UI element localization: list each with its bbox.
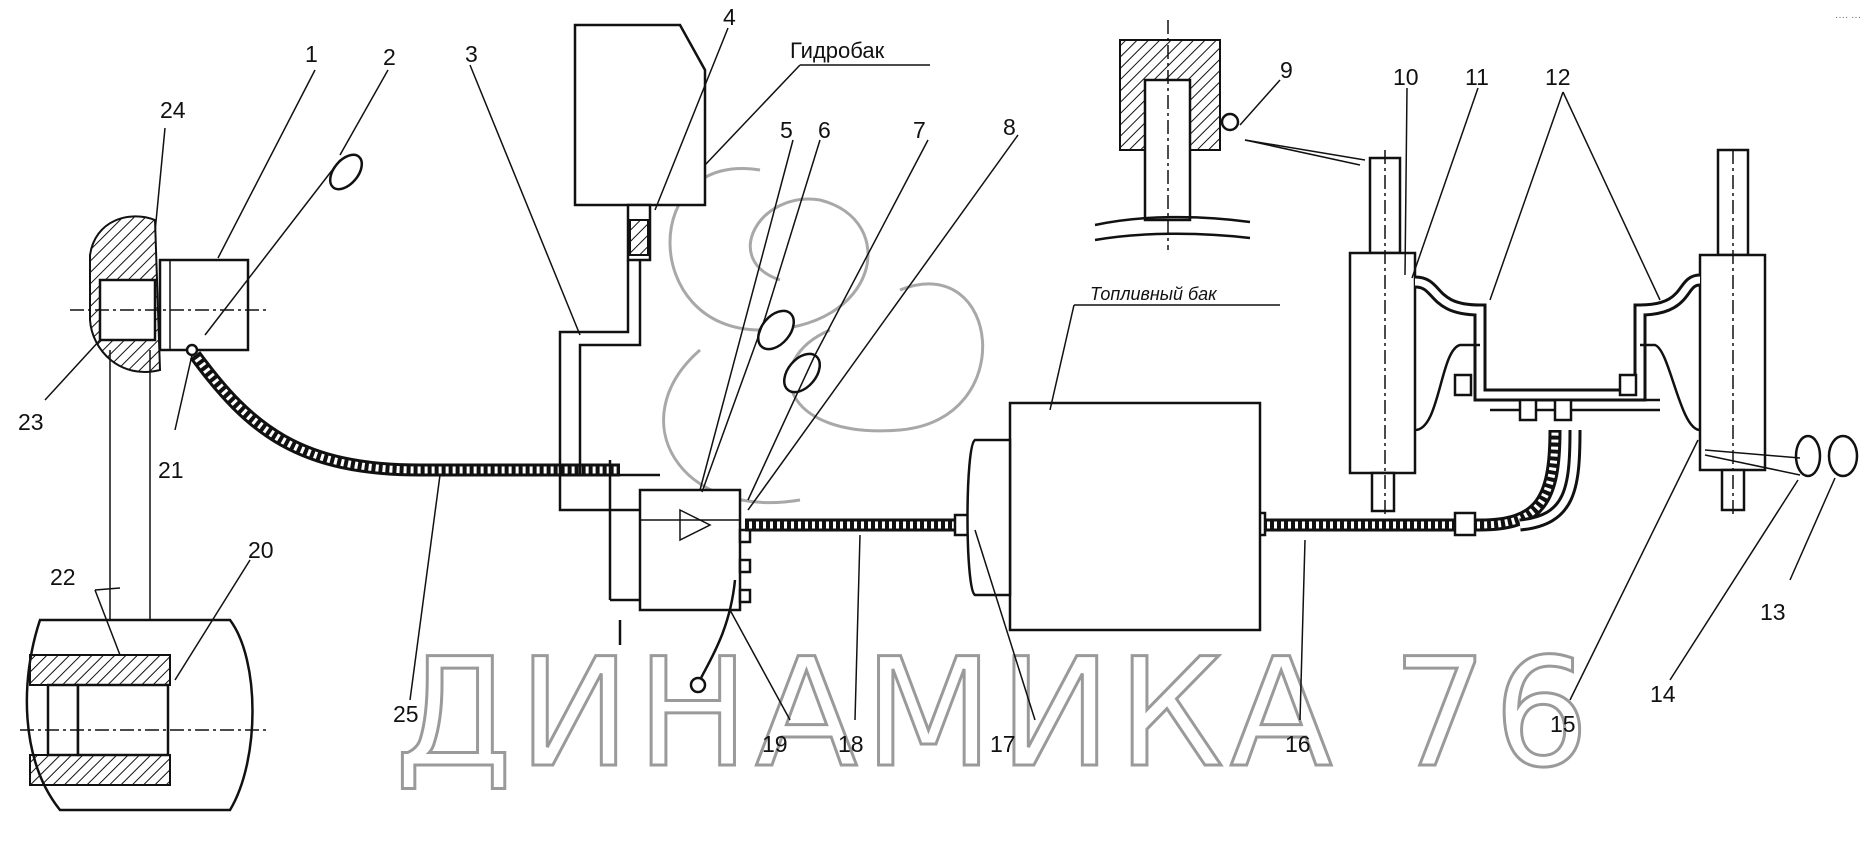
valve-block-19 xyxy=(608,460,752,694)
o-ring-7 xyxy=(783,352,821,394)
callout-10: 10 xyxy=(1393,64,1419,90)
pump-body-1 xyxy=(158,258,250,352)
callout-5: 5 xyxy=(780,117,793,143)
callout-25: 25 xyxy=(393,701,419,727)
callout-17: 17 xyxy=(990,731,1016,757)
callout-19: 19 xyxy=(762,731,788,757)
detail-nut-lower xyxy=(29,754,171,786)
callout-15: 15 xyxy=(1550,711,1576,737)
callout-20: 20 xyxy=(248,537,274,563)
label-fuel-tank: Топливный бак xyxy=(1090,284,1218,304)
callout-3: 3 xyxy=(465,41,478,67)
callout-2: 2 xyxy=(383,44,396,70)
callout-9: 9 xyxy=(1280,57,1293,83)
callout-1: 1 xyxy=(305,41,318,67)
pump-assembly xyxy=(70,215,270,373)
callout-22: 22 xyxy=(50,564,76,590)
watermark-text: ДИНАМИКА 76 xyxy=(395,627,1595,801)
hose-25 xyxy=(189,351,620,477)
callout-12: 12 xyxy=(1545,64,1571,90)
callout-7: 7 xyxy=(913,117,926,143)
callout-23: 23 xyxy=(18,409,44,435)
cylinder-left xyxy=(1348,150,1417,515)
callout-11: 11 xyxy=(1465,64,1489,90)
callout-13: 13 xyxy=(1760,599,1786,625)
callout-14: 14 xyxy=(1650,681,1676,707)
callout-6: 6 xyxy=(818,117,831,143)
detail-nut-upper xyxy=(29,654,171,686)
leader-lines xyxy=(44,27,1836,721)
hydraulic-tank xyxy=(573,23,707,262)
callout-18: 18 xyxy=(838,731,864,757)
callout-4: 4 xyxy=(723,4,736,30)
detail-9 xyxy=(1094,20,1251,250)
o-ring-6 xyxy=(757,309,795,351)
fuel-tank xyxy=(966,401,1262,632)
callout-16: 16 xyxy=(1285,731,1311,757)
detail-view xyxy=(20,350,270,812)
pump-fitting-21 xyxy=(185,343,199,357)
callout-21: 21 xyxy=(158,457,184,483)
cylinder-right xyxy=(1698,148,1767,515)
watermark-logo xyxy=(662,166,984,505)
callout-8: 8 xyxy=(1003,114,1016,140)
callout-24: 24 xyxy=(160,97,186,123)
o-ring-14 xyxy=(1794,434,1822,478)
o-ring-13 xyxy=(1827,434,1859,478)
label-hydro-tank: Гидробак xyxy=(790,38,885,63)
corner-mark: ···· ··· xyxy=(1835,12,1861,23)
